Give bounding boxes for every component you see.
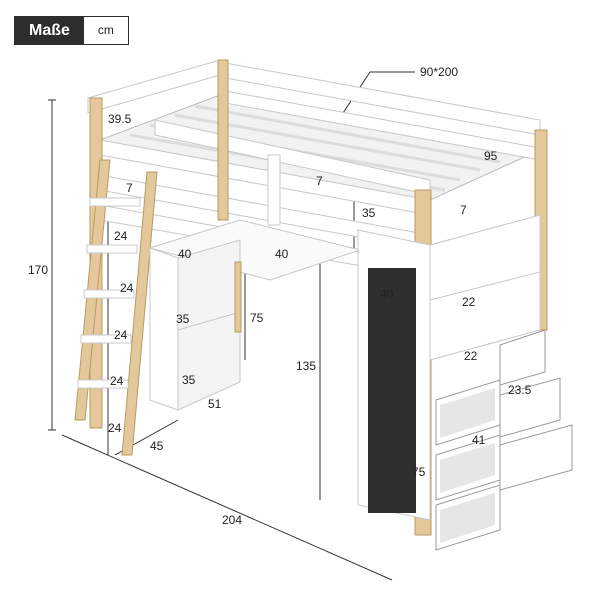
guard-front-label: 7 [126,181,133,195]
chalkboard [368,268,416,513]
guard-mid-label: 7 [316,174,323,188]
ladder-step-2-label: 24 [120,281,134,295]
guard-rail-label: 35 [362,206,376,220]
cabinet-width-label: 51 [208,397,222,411]
drawer-height-label: 23.5 [508,383,532,397]
ladder-step-4-label: 24 [110,374,124,388]
shelf-height-1-label: 35 [176,312,190,326]
under-bed-height-label: 135 [296,359,316,373]
shelf-gap-2-label: 22 [464,349,478,363]
ladder-step-1-label: 24 [114,229,128,243]
ladder-step-3-label: 24 [114,328,128,342]
mattress-label: 90*200 [420,65,458,79]
title-label: Maße [15,17,84,44]
desk-height-label: 75 [250,311,264,325]
ladder-step-5-label: 24 [108,421,122,435]
chalkboard-height-label: 75 [412,465,426,479]
unit-label: cm [83,17,128,44]
cabinet-depth-label: 45 [150,439,164,453]
dimension-labels: 90*200 39.5 95 7 7 7 35 24 24 24 24 24 1… [28,65,532,527]
shelf-height-2-label: 35 [182,373,196,387]
desk-depth-label: 40 [178,247,192,261]
storage-unit [357,214,573,551]
ladder [74,159,158,456]
total-height-label: 170 [28,263,48,277]
desk-depth-2-label: 40 [275,247,289,261]
desk [148,219,362,411]
chalkboard-width-label: 40 [380,287,394,301]
bed-width-label: 95 [484,149,498,163]
shelf-gap-1-label: 22 [462,295,476,309]
total-length-label: 204 [222,513,242,527]
ladder-depth-label: 39.5 [108,112,132,126]
guard-right-label: 7 [460,203,467,217]
drawer-width-label: 41 [472,433,486,447]
header-box: Maße cm [14,16,129,45]
